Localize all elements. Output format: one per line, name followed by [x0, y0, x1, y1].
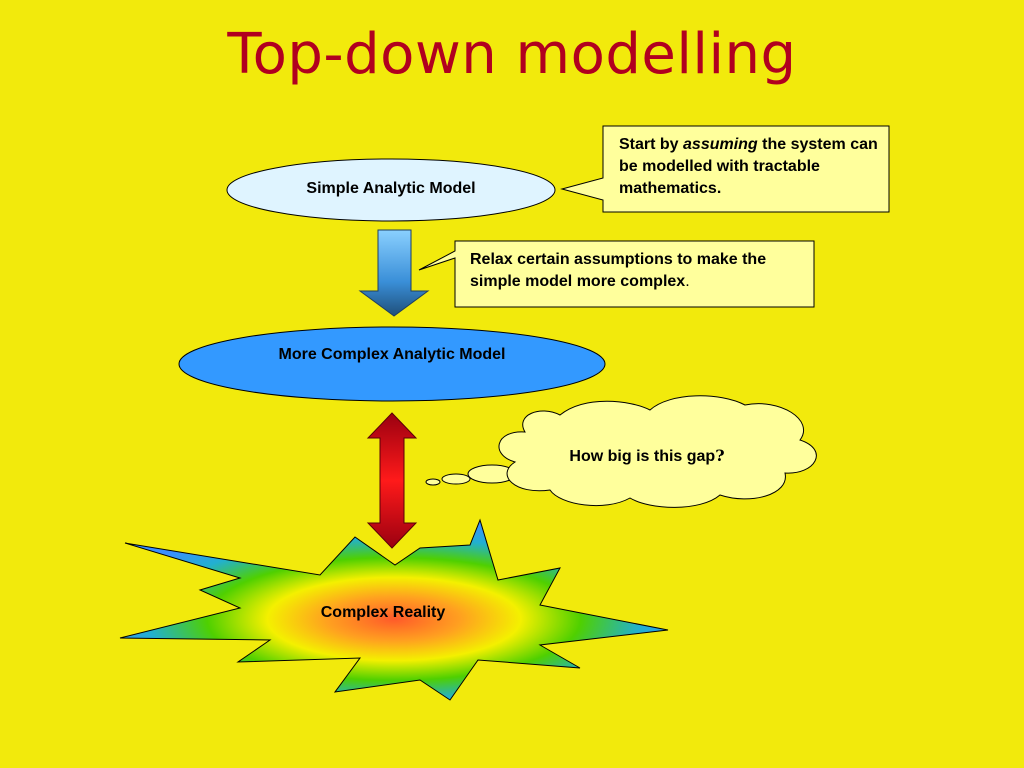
- simple-model-ellipse: [226, 158, 556, 222]
- relax-callout: [418, 240, 815, 308]
- relax-callout-end: .: [685, 273, 690, 290]
- gap-thought-text: How big is this gap?: [540, 446, 754, 466]
- relax-callout-text: Relax certain assumptions to make the si…: [470, 249, 805, 293]
- start-callout-suffix: the system can be modelled with tractabl…: [619, 136, 878, 197]
- simple-model-label: Simple Analytic Model: [306, 180, 476, 197]
- complex-reality-star: [119, 518, 669, 701]
- slide-title: Top-down modelling: [227, 22, 797, 87]
- start-callout-text: Start by assuming the system can be mode…: [619, 134, 881, 200]
- start-callout: [560, 125, 890, 213]
- down-arrow: [358, 229, 430, 317]
- gap-thought-body: How big is this gap: [569, 448, 716, 465]
- relax-callout-body: Relax certain assumptions to make the si…: [470, 251, 767, 290]
- complex-reality-label: Complex Reality: [320, 604, 446, 621]
- start-callout-prefix: Start by: [619, 136, 684, 153]
- complex-model-ellipse: [178, 326, 606, 402]
- gap-thought-end: ?: [715, 446, 725, 465]
- complex-model-label: More Complex Analytic Model: [278, 346, 506, 363]
- gap-thought-cloud: [425, 395, 817, 508]
- double-arrow: [366, 412, 418, 549]
- start-callout-emphasis: assuming: [683, 136, 758, 153]
